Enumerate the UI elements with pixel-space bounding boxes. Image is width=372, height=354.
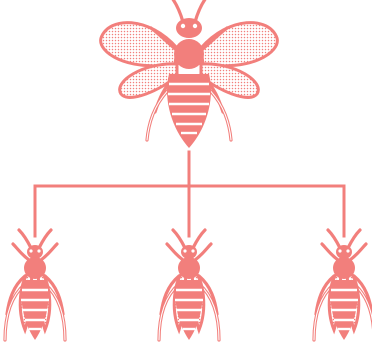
worker-bee-middle-icon [159,230,219,340]
queen-bee-icon [101,0,278,148]
hierarchy-connectors [35,152,344,236]
worker-bee-right-icon [314,230,372,340]
worker-bee-left-icon [5,230,65,340]
